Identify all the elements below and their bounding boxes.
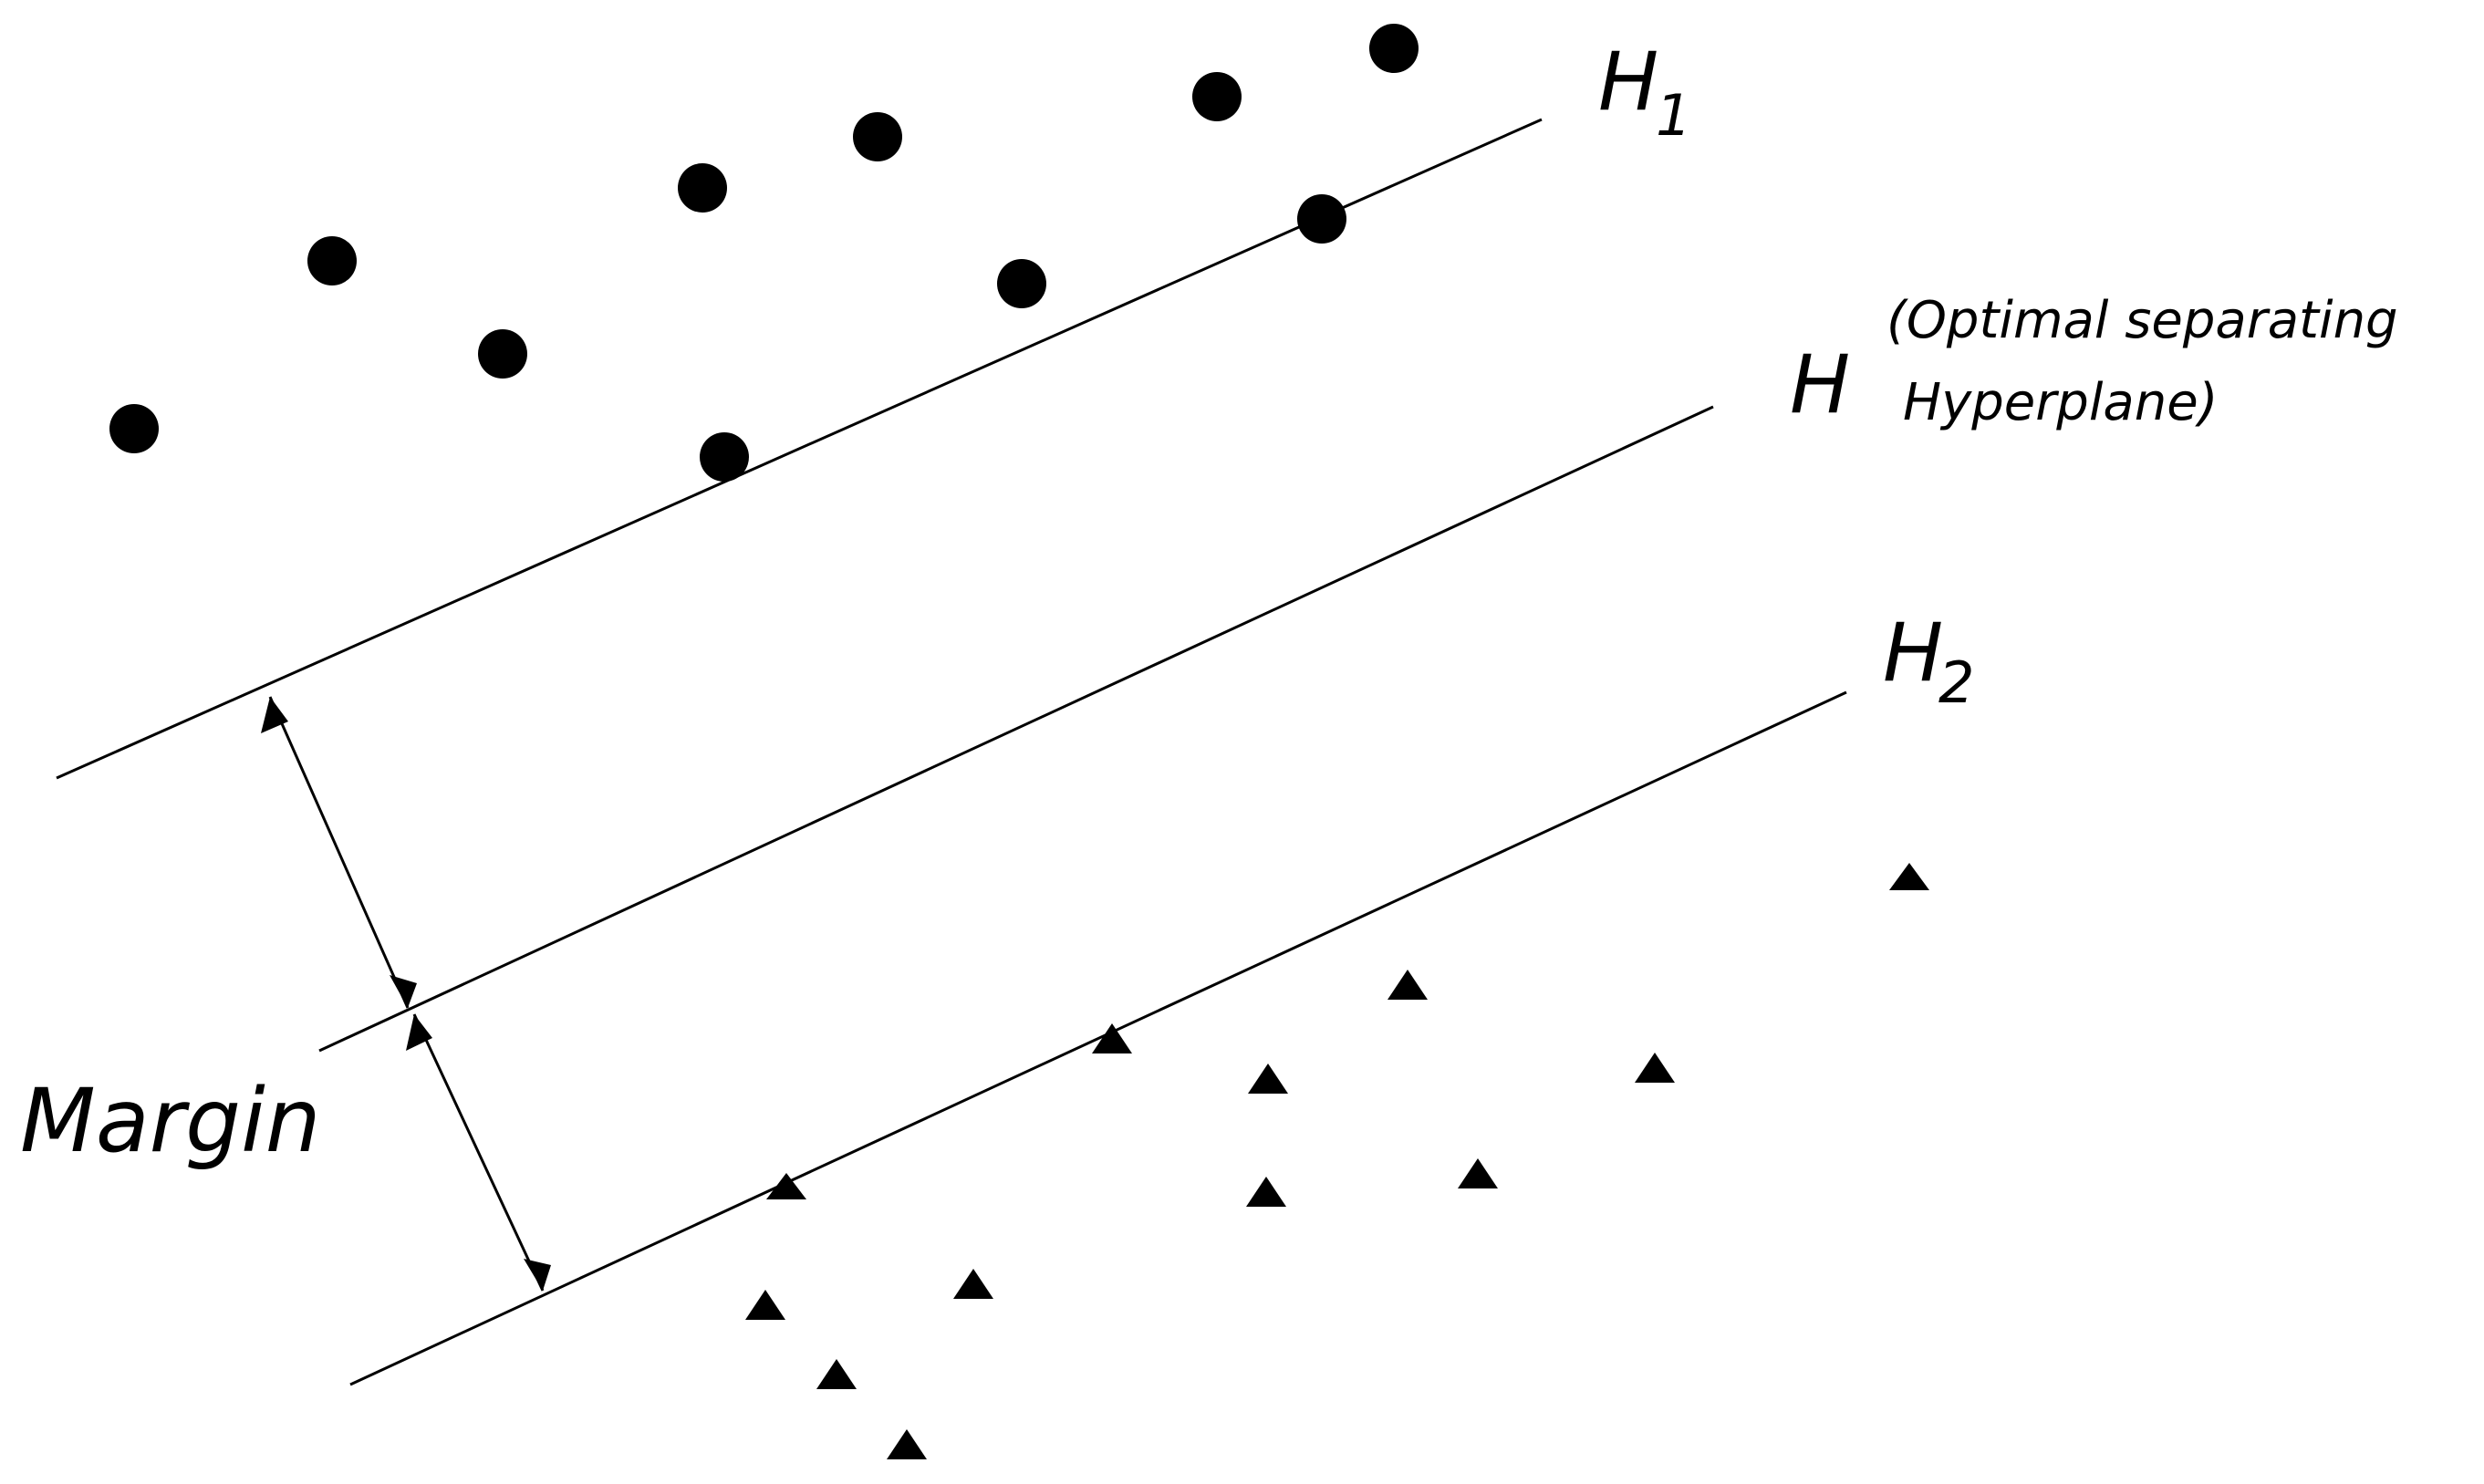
triangle-point xyxy=(1092,1023,1132,1053)
triangle-point xyxy=(1635,1053,1675,1083)
h2-subscript: 2 xyxy=(1938,649,1974,716)
triangle-point xyxy=(766,1173,806,1199)
h1-subscript: 1 xyxy=(1656,82,1691,149)
arrowhead-down-icon xyxy=(524,1259,551,1291)
arrowhead-up-icon xyxy=(406,1014,432,1051)
arrowhead-down-icon xyxy=(390,975,417,1008)
margin-label: Margin xyxy=(20,1070,321,1172)
hyperplane-h1-line xyxy=(56,118,1543,780)
h1-label: H xyxy=(1598,35,1658,129)
triangle-point xyxy=(745,1290,785,1320)
triangle-point xyxy=(1246,1177,1286,1207)
triangle-point xyxy=(887,1429,927,1459)
class-b-points xyxy=(745,863,1929,1459)
class-a-points xyxy=(109,24,1419,482)
margin-arrow-upper xyxy=(261,696,417,1009)
circle-point xyxy=(1369,24,1419,73)
triangle-point xyxy=(1458,1158,1498,1188)
circle-point xyxy=(1192,72,1242,121)
h-label: H xyxy=(1790,337,1850,431)
h2-label: H xyxy=(1883,606,1943,700)
h-note-line2: Hyperplane) xyxy=(1903,373,2219,432)
margin-arrow-lower xyxy=(406,1013,551,1292)
triangle-point xyxy=(953,1269,993,1299)
circle-point xyxy=(678,163,727,213)
circle-point xyxy=(853,112,902,161)
hyperplane-h2-line xyxy=(349,690,1847,1386)
h-note-line1: (Optimal separating xyxy=(1886,291,2398,350)
triangle-point xyxy=(1248,1064,1288,1094)
hyperplane-h-line xyxy=(318,405,1714,1053)
circle-point xyxy=(307,236,357,285)
circle-point xyxy=(1297,194,1346,244)
triangle-point xyxy=(1889,863,1929,890)
triangle-point xyxy=(1388,970,1428,1000)
circle-point xyxy=(997,259,1046,308)
triangle-point xyxy=(816,1359,857,1389)
arrowhead-up-icon xyxy=(261,697,288,733)
circle-point xyxy=(109,404,159,453)
circle-point xyxy=(700,432,749,482)
circle-point xyxy=(478,329,527,379)
